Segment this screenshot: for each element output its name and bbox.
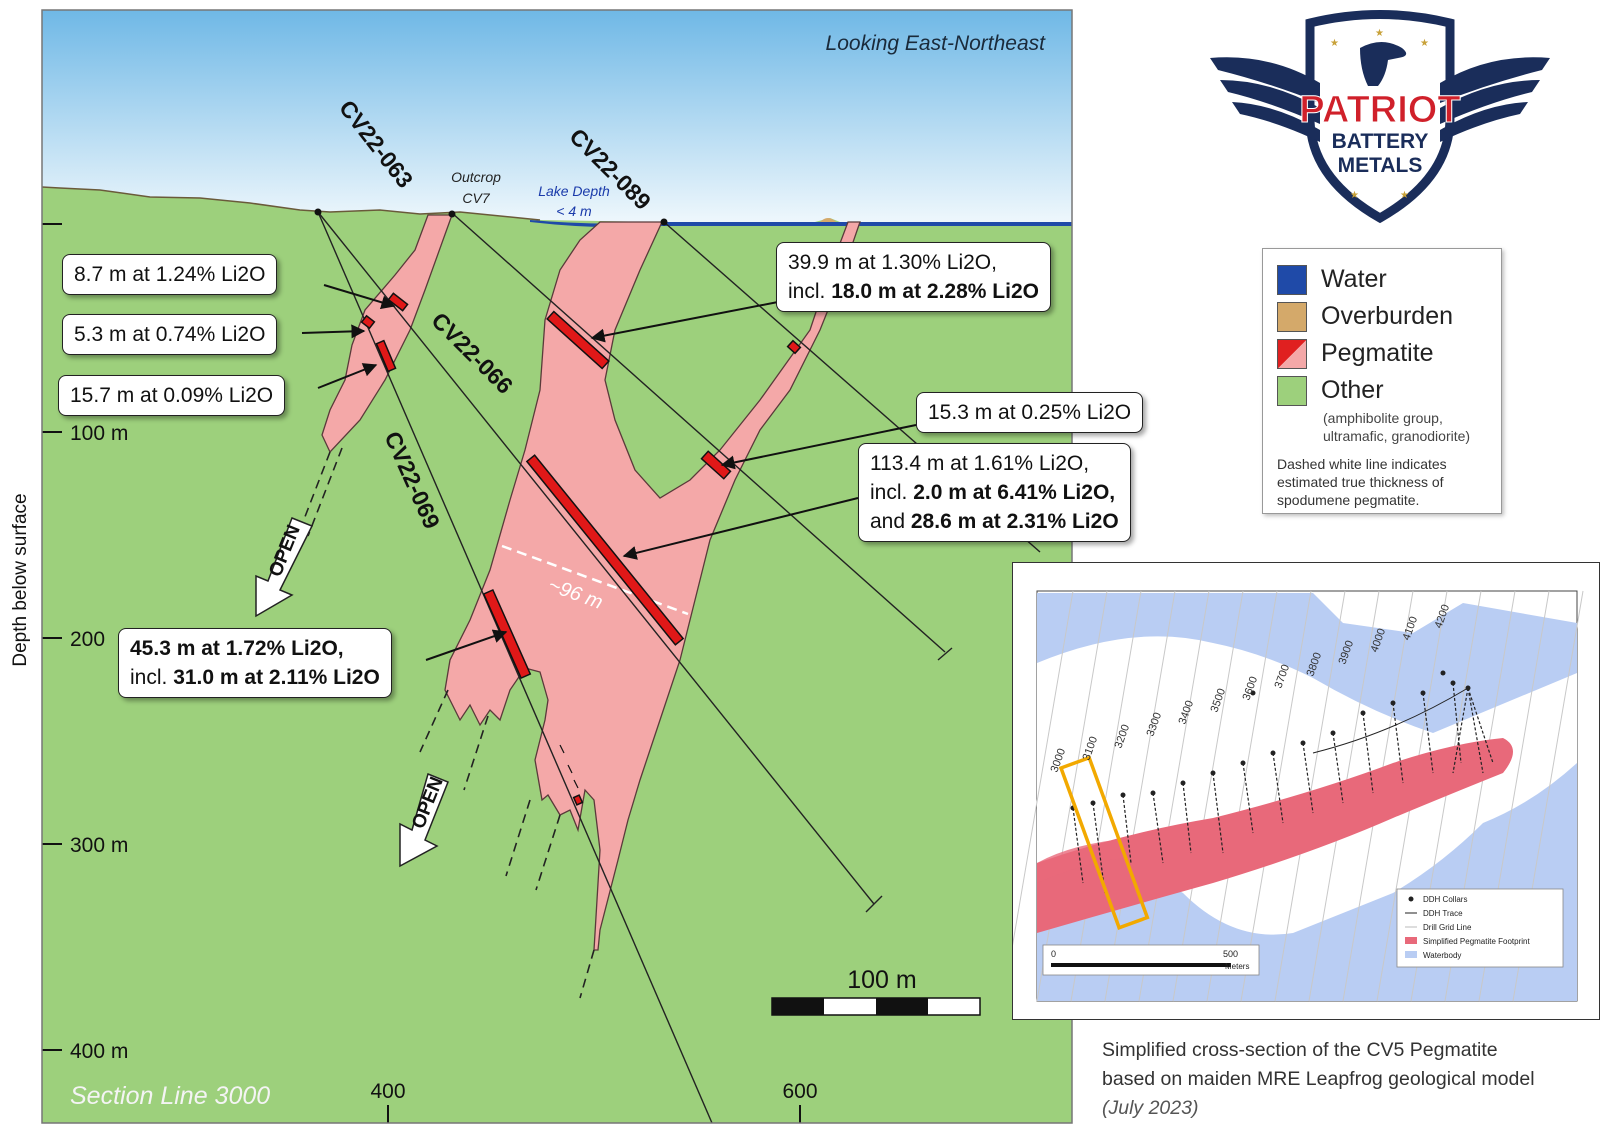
caption-line2: based on maiden MRE Leapfrog geological … [1102,1068,1535,1090]
legend: Water Overburden Pegmatite Other (amphib… [1262,248,1502,514]
inset-section-highlight [1058,755,1150,930]
pegmatite-main-body [444,221,861,951]
inset-ddh-collars [1070,670,1471,811]
depth-tick-300: 300 m [70,834,128,857]
scale-bar-label: 100 m [847,966,916,994]
inset-legend-collars: DDH Collars [1423,895,1467,904]
callout-c7: 45.3 m at 1.72% Li2O, incl. 31.0 m at 2.… [118,628,392,698]
lake-water [530,220,1072,228]
trace-cv22-069 [317,211,713,1123]
callout-c1-text: 8.7 m at 1.24% Li2O [74,263,266,286]
trace-cv22-063 [451,212,946,653]
callout-c7-line1: 45.3 m at 1.72% Li2O, [130,637,344,660]
inset-scale-left: 0 [1051,949,1056,959]
pegmatite-upper-body [321,214,453,454]
water-swatch [1277,264,1307,295]
inset-scale-right: 500 [1223,949,1238,959]
callout-c5-text: 15.3 m at 0.25% Li2O [928,401,1132,424]
caption-line3: (July 2023) [1102,1097,1199,1119]
drill-collars [314,208,668,226]
svg-text:★: ★ [1330,38,1339,49]
outcrop-label: Outcrop [451,169,501,185]
easting-tick-600: 600 [782,1080,817,1103]
open-arrows [255,517,449,868]
inset-legend-trace: DDH Trace [1423,909,1463,918]
callout-c2: 5.3 m at 0.74% Li2O [62,314,278,355]
logo-line3: METALS [1338,154,1423,177]
callout-c3-text: 15.7 m at 0.09% Li2O [70,384,274,407]
section-panel: ~96 m [42,10,1072,1123]
overburden-patch [820,218,836,222]
inset-scale-unit: Meters [1225,962,1249,971]
svg-text:★: ★ [1400,190,1409,201]
inset-legend-footprint: Simplified Pegmatite Footprint [1423,937,1530,946]
patriot-battery-metals-logo: ★ ★ ★ ★ ★ PATRIOT BATTERY METALS [1210,10,1550,224]
caption-line1: Simplified cross-section of the CV5 Pegm… [1102,1039,1498,1061]
legend-label-other: Other [1321,376,1384,404]
svg-text:★: ★ [1375,28,1384,39]
legend-note: Dashed white line indicates estimated tr… [1277,456,1447,508]
view-direction-label: Looking East-Northeast [826,32,1047,55]
legend-item-overburden: Overburden [1277,298,1487,335]
pegmatite-bodies [321,214,861,951]
inset-pegmatite-footprint [1037,738,1513,933]
ground-surface-line [42,186,541,221]
callout-arrows [301,284,917,661]
lake-depth-value: < 4 m [556,203,592,219]
legend-other-description: (amphibolite group, ultramafic, granodio… [1323,410,1471,444]
callout-c6-line3: and 28.6 m at 2.31% Li2O [870,510,1119,533]
inset-scale-bar: 0 500 Meters [1042,944,1260,976]
svg-text:★: ★ [1350,190,1359,201]
section-line-label: Section Line 3000 [70,1082,270,1110]
outcrop-name: CV7 [462,190,490,206]
legend-label-pegmatite: Pegmatite [1321,339,1434,367]
legend-item-water: Water [1277,261,1487,298]
other-swatch [1277,375,1307,406]
y-axis-label: Depth below surface [10,493,31,666]
true-thickness-line [501,544,689,616]
inset-legend: DDH Collars DDH Trace Drill Grid Line Si… [1396,888,1564,968]
callout-c5: 15.3 m at 0.25% Li2O [916,392,1144,433]
callout-c4-line2: incl. 18.0 m at 2.28% Li2O [788,280,1039,303]
callout-c1: 8.7 m at 1.24% Li2O [62,254,278,295]
callout-c4-line1: 39.9 m at 1.30% Li2O, [788,251,997,274]
depth-tick-100: 100 m [70,422,128,445]
callout-c2-text: 5.3 m at 0.74% Li2O [74,323,266,346]
callout-c6-line2: incl. 2.0 m at 6.41% Li2O, [870,481,1116,504]
logo-line1: PATRIOT [1299,89,1460,131]
pegmatite-swatch [1277,338,1307,369]
easting-tick-400: 400 [370,1080,405,1103]
callout-c4: 39.9 m at 1.30% Li2O, incl. 18.0 m at 2.… [776,242,1051,312]
trace-cv22-066 [317,211,875,905]
depth-tick-labels: 100 m 200 300 m 400 m 400 600 [70,422,818,1103]
inset-legend-grid: Drill Grid Line [1423,923,1472,932]
callout-c7-line2: incl. 31.0 m at 2.11% Li2O [130,666,380,689]
overburden-swatch [1277,301,1307,332]
inset-map-svg: 3000 3100 3200 3300 3400 3500 3600 3700 … [1002,590,1584,1002]
legend-label-water: Water [1321,265,1387,293]
lake-depth-label: Lake Depth [538,183,610,199]
legend-label-overburden: Overburden [1321,302,1454,330]
svg-text:★: ★ [1420,38,1429,49]
depth-tick-400: 400 m [70,1040,128,1063]
callout-c6-line1: 113.4 m at 1.61% Li2O, [870,452,1090,475]
scale-bar: 100 m [771,966,981,1016]
depth-tick-200: 200 [70,628,105,651]
depth-ticks [42,223,801,1123]
inset-ddh-traces [1072,682,1494,894]
sky-area [42,10,1072,222]
legend-item-other: Other [1277,372,1487,409]
legend-item-pegmatite: Pegmatite [1277,335,1487,372]
callout-c6: 113.4 m at 1.61% Li2O, incl. 2.0 m at 6.… [858,443,1131,542]
logo-line2: BATTERY [1332,130,1429,153]
inset-legend-waterbody: Waterbody [1423,951,1461,960]
figure-caption: Simplified cross-section of the CV5 Pegm… [1102,1036,1535,1123]
inset-plan-map: 3000 3100 3200 3300 3400 3500 3600 3700 … [1002,562,1600,1020]
small-dykes [559,744,579,789]
callout-c3: 15.7 m at 0.09% Li2O [58,375,286,416]
